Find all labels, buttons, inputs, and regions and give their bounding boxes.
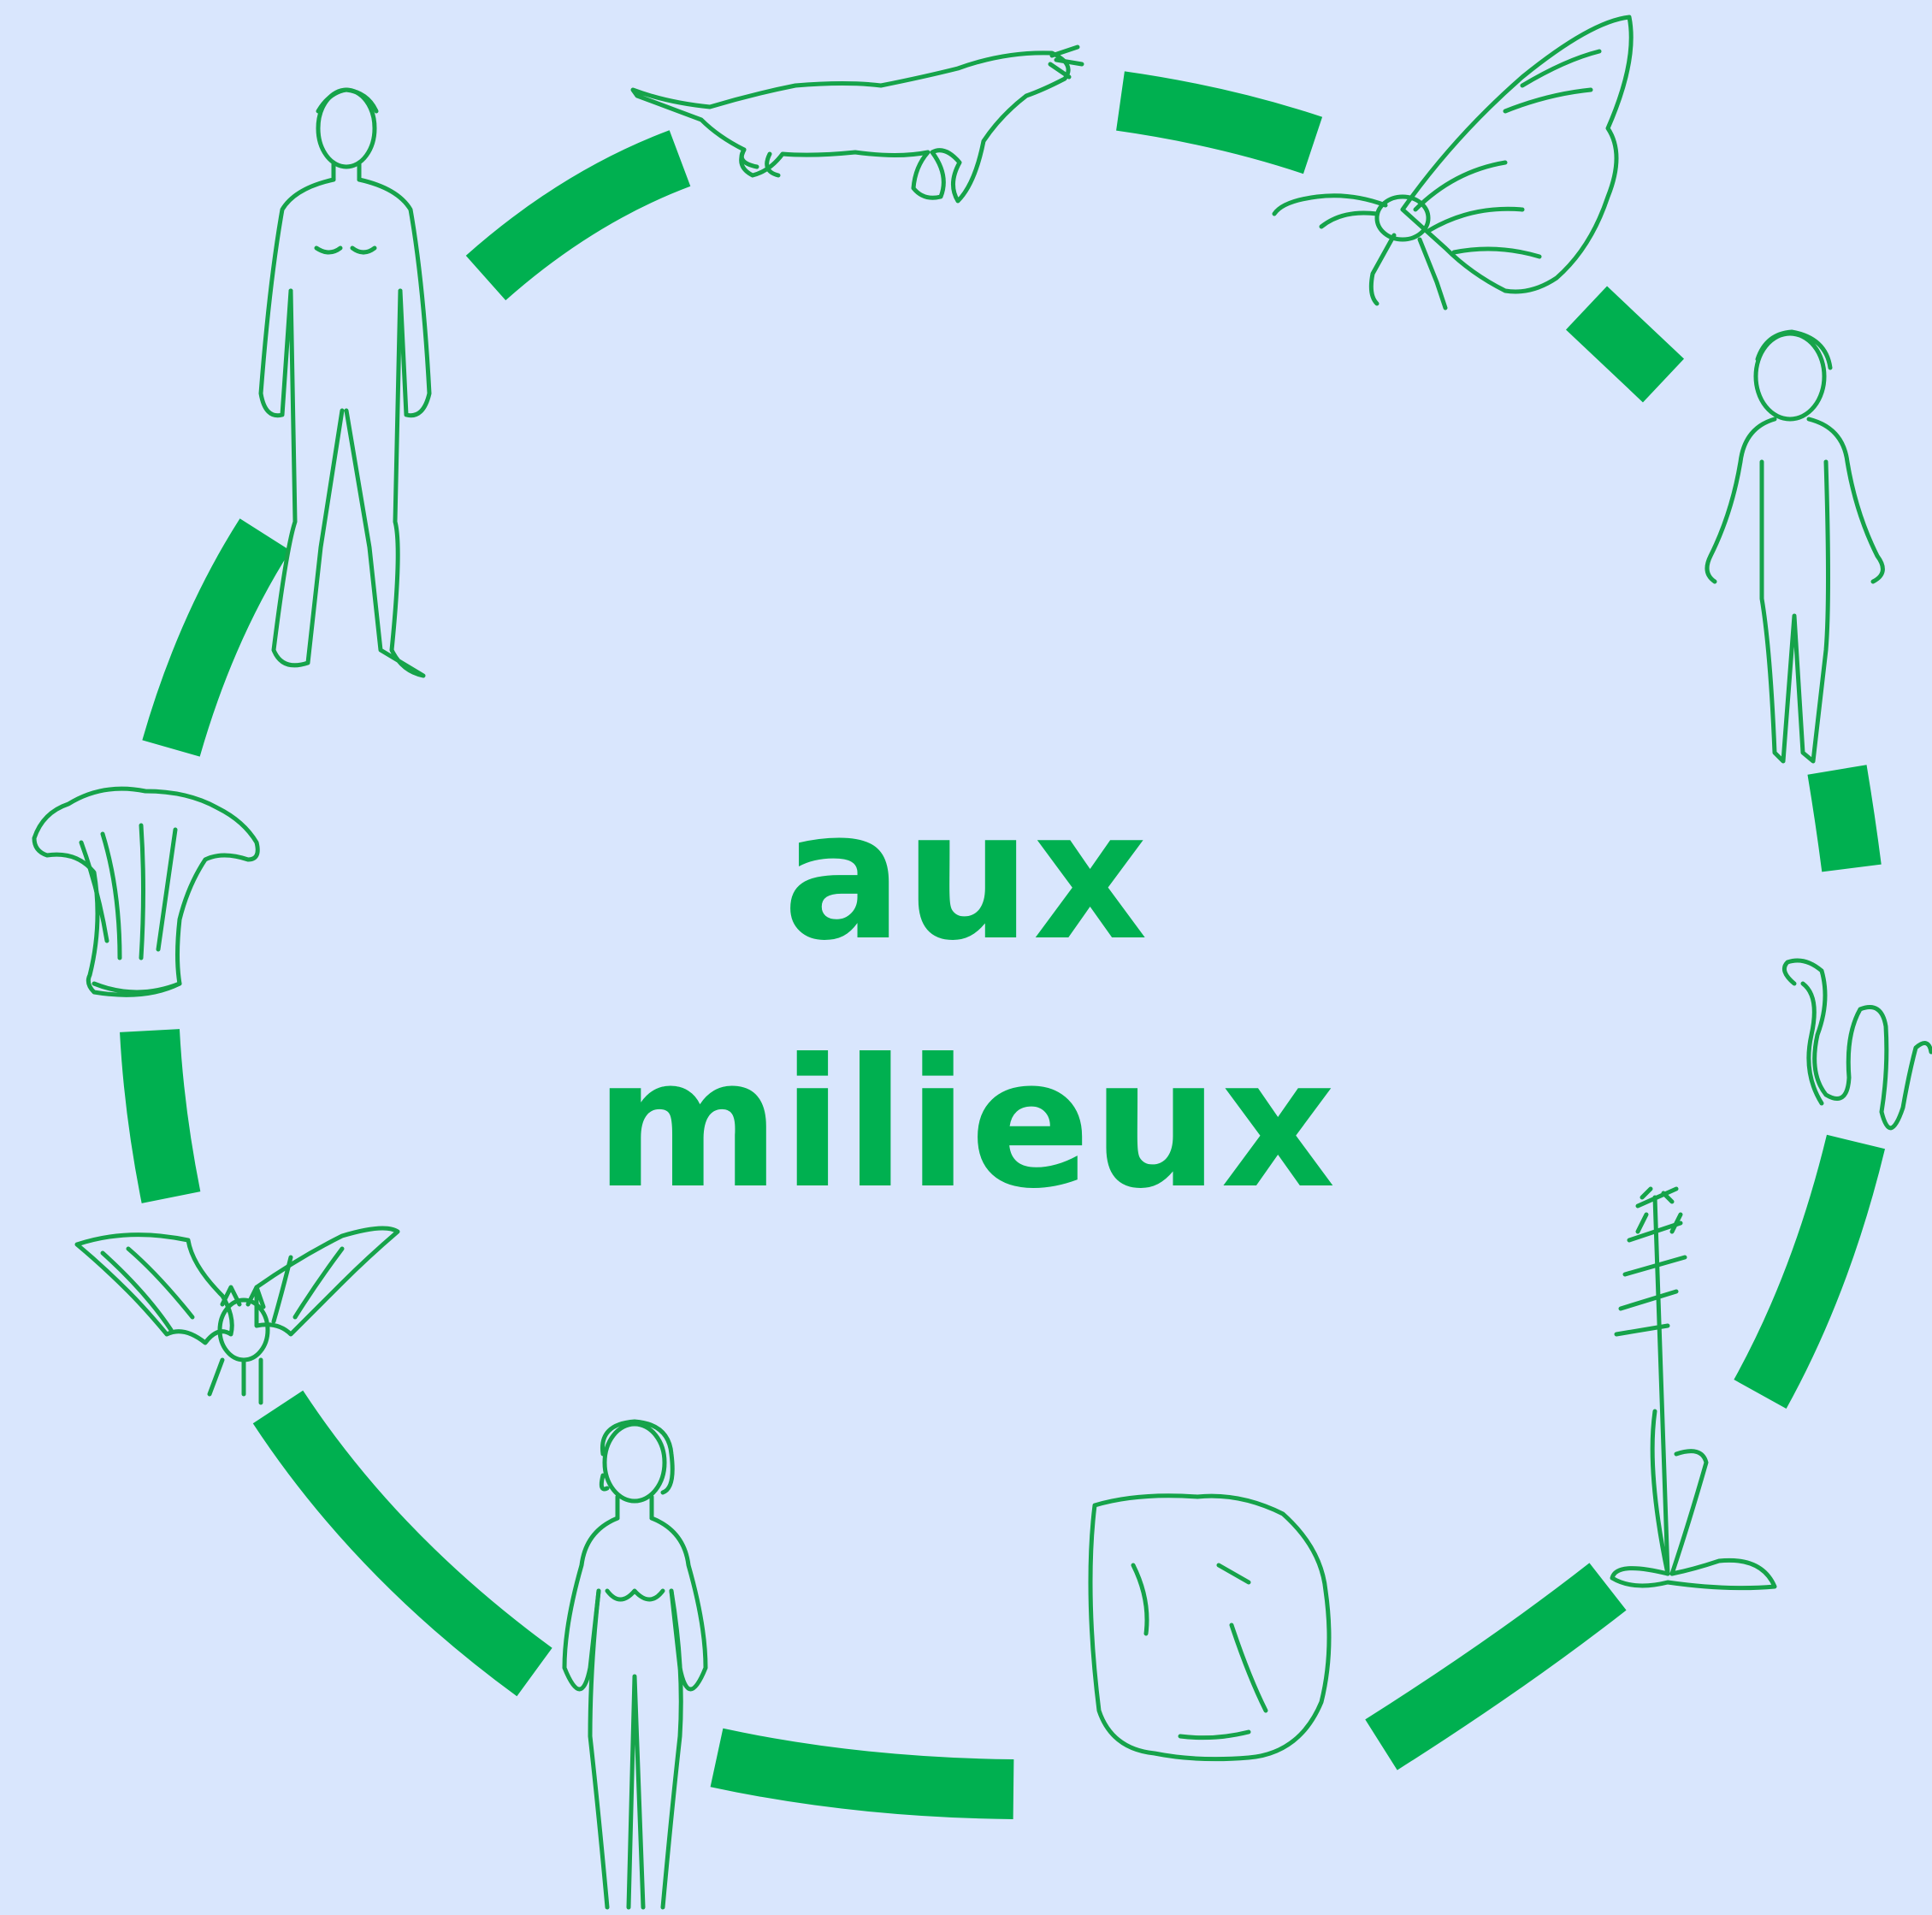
ring-dash (278, 1407, 535, 1672)
ring-dash (171, 535, 265, 748)
otter-icon (633, 47, 1082, 201)
page-title: aux milieux (0, 753, 1932, 1249)
title-line-2: milieux (0, 1001, 1932, 1249)
bat-icon (77, 1228, 398, 1403)
butterfly-icon (1274, 17, 1631, 308)
ring-dash (486, 158, 680, 278)
ring-dash (717, 1758, 1013, 1789)
ring-dash (1586, 308, 1663, 381)
woman-icon (564, 1421, 706, 1907)
rock-icon (1090, 1496, 1329, 1759)
ring-dash (1381, 1587, 1608, 1745)
boy-icon (1707, 332, 1882, 761)
ring-dash (1120, 101, 1313, 145)
title-line-1: aux (0, 753, 1932, 1001)
man-icon (261, 90, 429, 676)
